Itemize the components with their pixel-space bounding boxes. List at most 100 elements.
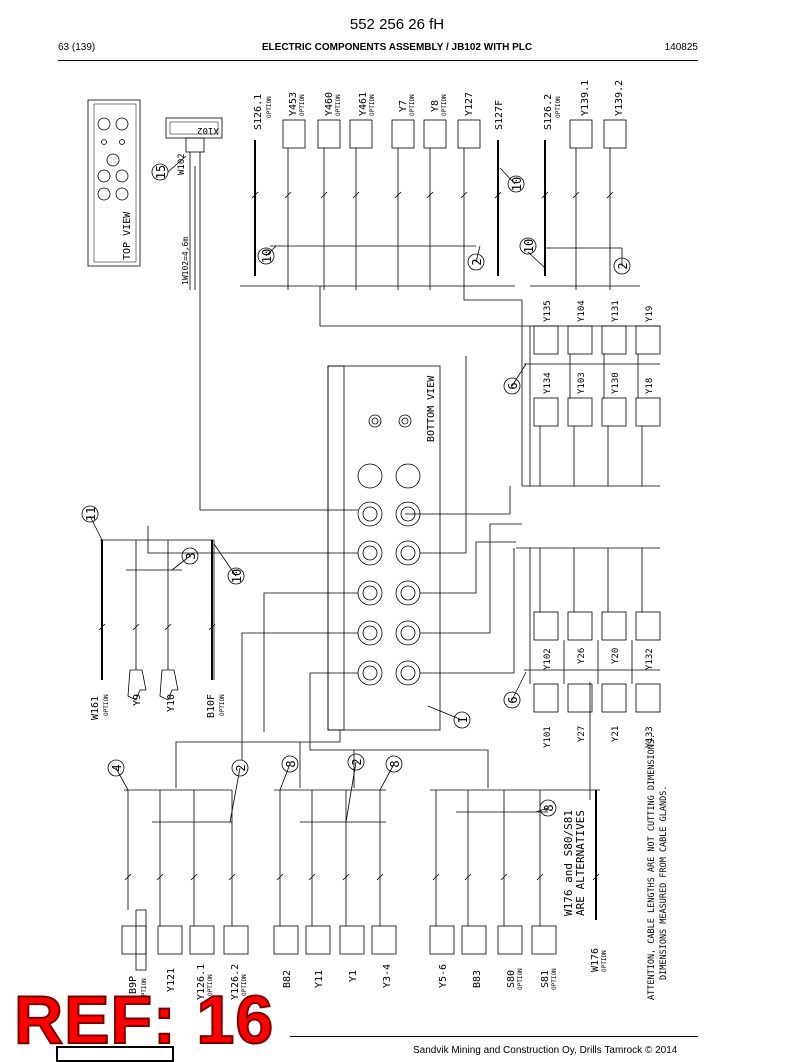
label-y20: Y20 [611, 648, 621, 664]
label-y126-2: Y126.2 [230, 964, 241, 1000]
callout-11: 11 [84, 507, 98, 521]
right-lower-components: Y102 Y26 Y20 Y132 Y101 Y27 Y21 Y133 [516, 547, 661, 748]
connector-x102: X102 W102 1W102=4,6m [165, 117, 223, 290]
callout-2-d: 2 [350, 758, 364, 765]
label-s126-2-option: OPTION [555, 96, 562, 118]
callout-3: 3 [184, 552, 198, 559]
revision-date: 140825 [664, 42, 698, 53]
header-rule [58, 60, 698, 61]
callout-6-a: 6 [506, 382, 520, 389]
callout-10-a: 10 [260, 249, 274, 263]
x102-label: X102 [197, 125, 219, 135]
ref-stamp: REF: 16 [13, 982, 275, 1058]
callout-2-a: 2 [470, 258, 484, 265]
label-b9p-option: OPTION [141, 978, 148, 1000]
label-y8: Y8 [430, 100, 441, 112]
document-number: 552 256 26 fH [349, 16, 445, 33]
label-b82: B82 [282, 970, 293, 988]
callout-10-d: 10 [230, 569, 244, 583]
right-upper-components: Y135 Y104 Y131 Y19 Y134 Y103 Y130 Y18 [522, 300, 661, 487]
callout-15: 15 [154, 165, 168, 179]
label-y135: Y135 [543, 300, 553, 322]
attention-note-line-2: DIMENSIONS MEASURED FROM CABLE GLANDS. [659, 786, 669, 980]
page-title: ELECTRIC COMPONENTS ASSEMBLY / JB102 WIT… [261, 42, 533, 53]
callout-6-b: 6 [506, 696, 520, 703]
label-y11: Y11 [314, 970, 325, 988]
label-s80-option: OPTION [517, 968, 524, 990]
label-y27: Y27 [577, 726, 587, 742]
junction-box-jb102: BOTTOM VIEW [327, 365, 441, 731]
label-y139-2: Y139.2 [614, 80, 625, 116]
label-y10: Y10 [166, 694, 177, 712]
label-s126-1: S126.1 [253, 94, 264, 130]
harness-routing [147, 286, 591, 800]
w102-label: W102 [177, 153, 187, 175]
label-y102: Y102 [543, 648, 553, 670]
label-y7-option: OPTION [409, 94, 416, 116]
label-y19: Y19 [645, 306, 655, 322]
label-w161: W161 [90, 696, 101, 720]
callouts: 15 10 2 10 10 2 6 11 3 10 6 1 4 2 8 2 8 … [81, 155, 631, 823]
page-number: 63 (139) [58, 42, 96, 53]
label-y131: Y131 [611, 300, 621, 322]
label-b10f-option: OPTION [219, 694, 226, 716]
label-y21: Y21 [611, 726, 621, 742]
label-y461-option: OPTION [369, 94, 376, 116]
label-y461: Y461 [358, 92, 369, 116]
w176-note-line-1: W176 and S80/S81 [562, 810, 575, 916]
callout-8-a: 8 [284, 760, 298, 767]
label-y3-4: Y3-4 [382, 964, 393, 988]
label-b10f: B10F [206, 694, 217, 718]
label-w161-option: OPTION [103, 694, 110, 716]
label-b9p: B9P [128, 976, 139, 994]
label-y7: Y7 [398, 100, 409, 112]
label-y104: Y104 [577, 300, 587, 322]
label-y460-option: OPTION [335, 94, 342, 116]
label-y126-1-option: OPTION [207, 974, 214, 996]
callout-8-c: 8 [542, 804, 556, 811]
label-y5-6: Y5-6 [438, 964, 449, 988]
label-y26: Y26 [577, 648, 587, 664]
label-y101: Y101 [543, 726, 553, 748]
top-components: S126.1 OPTION Y453 OPTION Y460 OPTION Y4… [240, 80, 640, 290]
label-y8-option: OPTION [441, 94, 448, 116]
label-y132: Y132 [645, 648, 655, 670]
label-y9: Y9 [132, 694, 143, 706]
w102-length-label: 1W102=4,6m [181, 237, 190, 285]
attention-note-line-1: ATTENTION, CABLE LENGTHS ARE NOT CUTTING… [647, 734, 657, 1000]
label-y127: Y127 [464, 92, 475, 116]
callout-1: 1 [456, 716, 470, 723]
left-components: W161 OPTION Y9 Y10 B10F OPTION [90, 539, 226, 720]
w176-note-line-2: ARE ALTERNATIVES [574, 810, 587, 916]
label-y453-option: OPTION [299, 94, 306, 116]
label-s81-option: OPTION [551, 968, 558, 990]
label-y460: Y460 [324, 92, 335, 116]
callout-2-b: 2 [616, 262, 630, 269]
label-y130: Y130 [611, 372, 621, 394]
label-s127f: S127F [494, 100, 505, 130]
callout-10-c: 10 [522, 239, 536, 253]
label-b83: B83 [472, 970, 483, 988]
label-y453: Y453 [288, 92, 299, 116]
footer-copyright: Sandvik Mining and Construction Oy, Dril… [413, 1045, 678, 1056]
label-s126-1-option: OPTION [266, 96, 273, 118]
label-w176: W176 [590, 948, 601, 972]
label-y126-1: Y126.1 [196, 964, 207, 1000]
label-y126-2-option: OPTION [241, 974, 248, 996]
callout-4: 4 [110, 764, 124, 771]
label-y103: Y103 [577, 372, 587, 394]
label-y133: Y133 [645, 726, 655, 748]
label-y1: Y1 [348, 970, 359, 982]
label-y134: Y134 [543, 372, 553, 394]
label-y139-1: Y139.1 [580, 80, 591, 116]
top-view-panel: TOP VIEW [87, 99, 141, 267]
bottom-view-label: BOTTOM VIEW [426, 375, 437, 442]
bottom-components: B9P OPTION Y121 Y126.1 OPTION Y126.2 OPT… [121, 789, 608, 1000]
callout-2-c: 2 [234, 764, 248, 771]
label-y121: Y121 [166, 968, 177, 992]
label-s80: S80 [506, 970, 517, 988]
top-view-label: TOP VIEW [122, 211, 133, 260]
callout-10-b: 10 [510, 177, 524, 191]
label-s81: S81 [540, 970, 551, 988]
